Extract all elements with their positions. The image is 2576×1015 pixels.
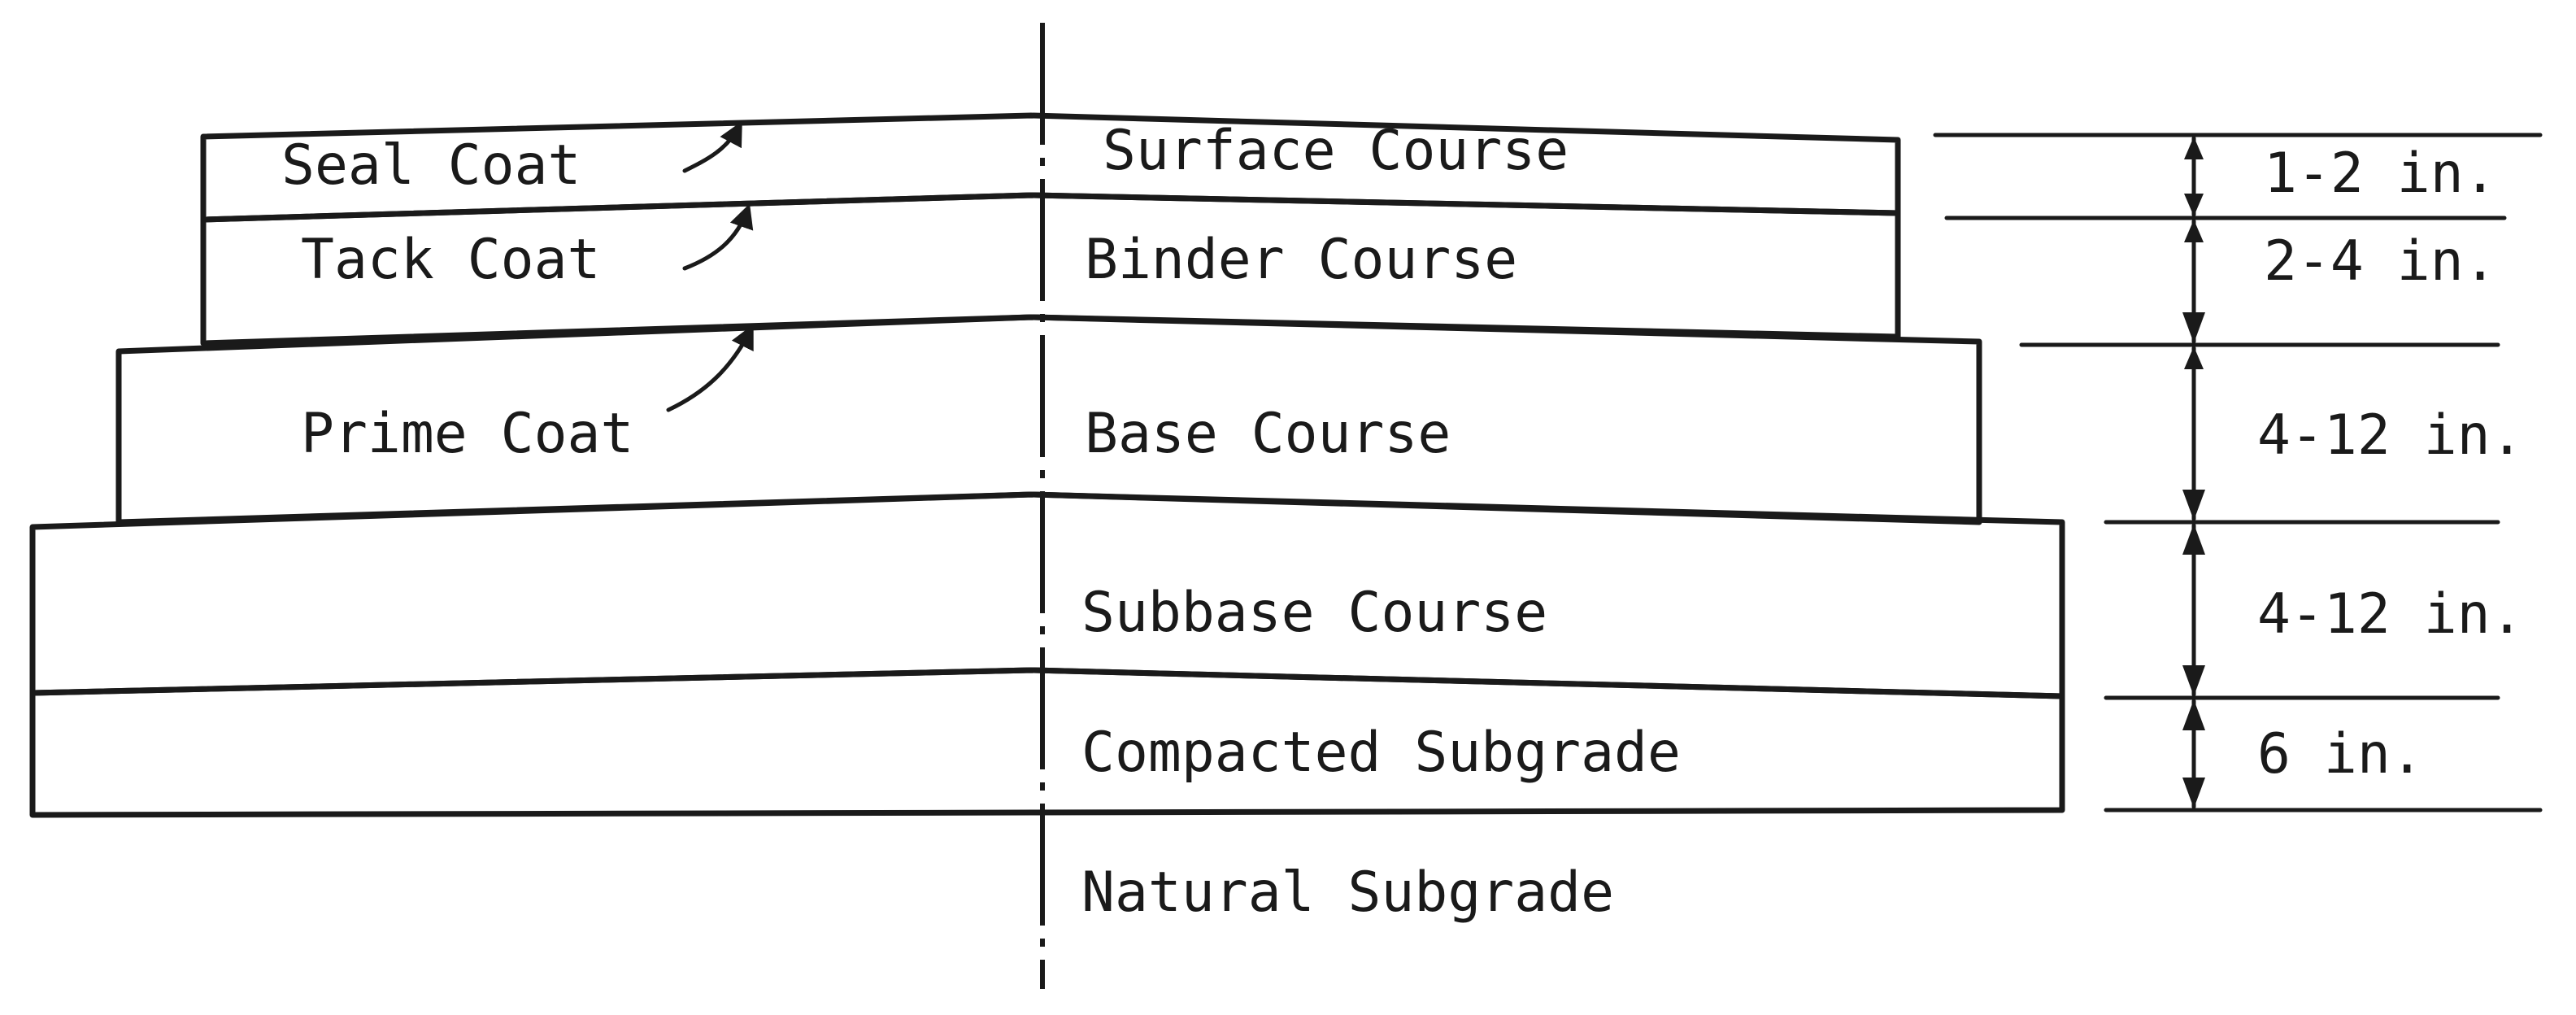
subbase-course-layer-outline <box>29 491 2065 699</box>
compacted-subgrade-layer-outline <box>29 667 2065 818</box>
prime-coat-pointer-arrow <box>666 324 754 412</box>
subbase-course-label: Subbase Course <box>1081 581 1547 645</box>
binder-thickness-label: 2-4 in. <box>2264 229 2497 294</box>
seal-coat-pointer-arrow <box>682 120 742 173</box>
binder-course-label: Binder Course <box>1085 228 1517 292</box>
compacted-subgrade-thickness-label: 6 in. <box>2257 722 2424 786</box>
prime-coat-label: Prime Coat <box>301 402 633 466</box>
surface-course-label: Surface Course <box>1103 119 1569 183</box>
seal-coat-label: Seal Coat <box>281 133 581 198</box>
surface-course-layer-outline <box>200 112 1901 223</box>
surface-thickness-label: 1-2 in. <box>2264 142 2497 206</box>
tack-coat-pointer-arrow <box>682 203 754 271</box>
base-thickness-label: 4-12 in. <box>2257 403 2524 468</box>
tack-coat-label: Tack Coat <box>301 228 600 292</box>
natural-subgrade-label: Natural Subgrade <box>1081 860 1614 925</box>
base-course-label: Base Course <box>1085 402 1451 466</box>
subbase-thickness-label: 4-12 in. <box>2257 582 2524 647</box>
compacted-subgrade-label: Compacted Subgrade <box>1081 721 1681 785</box>
dimension-arrowheads <box>2182 137 2205 808</box>
